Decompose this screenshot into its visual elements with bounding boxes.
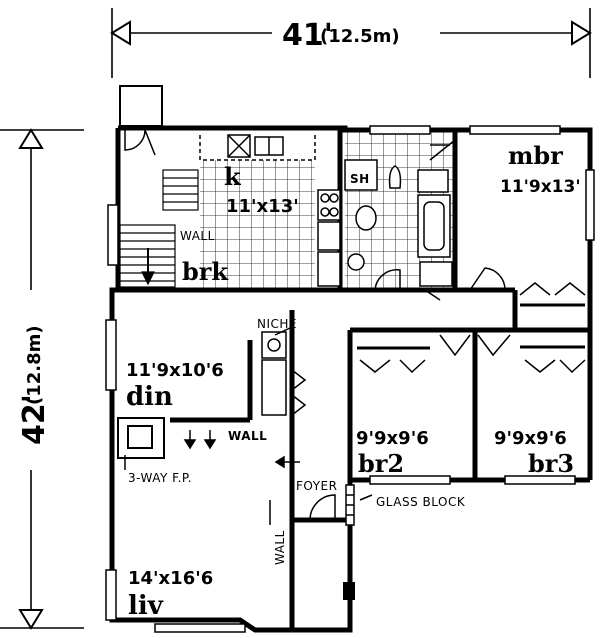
- bedroom3-name: br3: [528, 449, 574, 478]
- master-bedroom-name: mbr: [508, 141, 563, 170]
- breakfast-wall-label: WALL: [180, 229, 215, 243]
- bedroom3-label: 9'9x9'6 br3: [494, 428, 574, 478]
- height-metric: (12.8m): [24, 325, 45, 405]
- stairs: [119, 169, 199, 288]
- living-wall-label: WALL: [273, 530, 287, 565]
- foyer-label: FOYER: [296, 479, 337, 493]
- leader-arrows: [124, 327, 373, 525]
- windows: [105, 125, 595, 633]
- niche: [261, 331, 287, 416]
- niche-label: NICHE: [257, 317, 297, 331]
- dining-label: 11'9x10'6 din: [126, 360, 224, 412]
- bedroom2-name: br2: [358, 449, 404, 478]
- bedroom2-size: 9'9x9'6: [356, 428, 429, 449]
- bath-fixtures: [344, 159, 453, 287]
- glass-block: [345, 484, 355, 526]
- kitchen-label: k 11'x13': [224, 162, 299, 217]
- master-bedroom-size: 11'9x13': [500, 177, 581, 197]
- dining-size: 11'9x10'6: [126, 360, 224, 381]
- chimney: [119, 85, 163, 127]
- kitchen-size: 11'x13': [226, 196, 299, 217]
- width-dimension: 41' (12.5m): [110, 8, 592, 78]
- living-name: liv: [128, 591, 164, 621]
- breakfast-name: brk: [182, 257, 229, 286]
- fireplace: [117, 417, 165, 459]
- master-bedroom-label: mbr 11'9x13': [500, 141, 581, 197]
- doors: [124, 129, 511, 521]
- bedroom3-size: 9'9x9'6: [494, 428, 567, 449]
- dining-name: din: [126, 382, 173, 412]
- kitchen-name: k: [224, 162, 242, 191]
- dining-wall-label: WALL: [228, 429, 267, 443]
- height-dimension: 42' (12.8m): [0, 128, 84, 630]
- toilet: [355, 205, 377, 231]
- kitchen-floor-tiles: [200, 160, 315, 288]
- width-label: 41': [282, 18, 333, 53]
- bedroom2-label: 9'9x9'6 br2: [356, 428, 429, 478]
- shower-label: SH: [350, 172, 370, 186]
- glass-block-label: GLASS BLOCK: [376, 495, 466, 509]
- living-size: 14'x16'6: [128, 568, 213, 589]
- width-metric: (12.5m): [320, 26, 400, 47]
- closets: [357, 282, 586, 374]
- entry-light: [343, 582, 355, 600]
- living-label: 14'x16'6 liv: [128, 568, 213, 621]
- shower: [344, 159, 378, 191]
- fireplace-label: 3-WAY F.P.: [128, 471, 192, 485]
- kitchen-fixtures: [199, 134, 341, 287]
- height-label: 42': [17, 394, 52, 445]
